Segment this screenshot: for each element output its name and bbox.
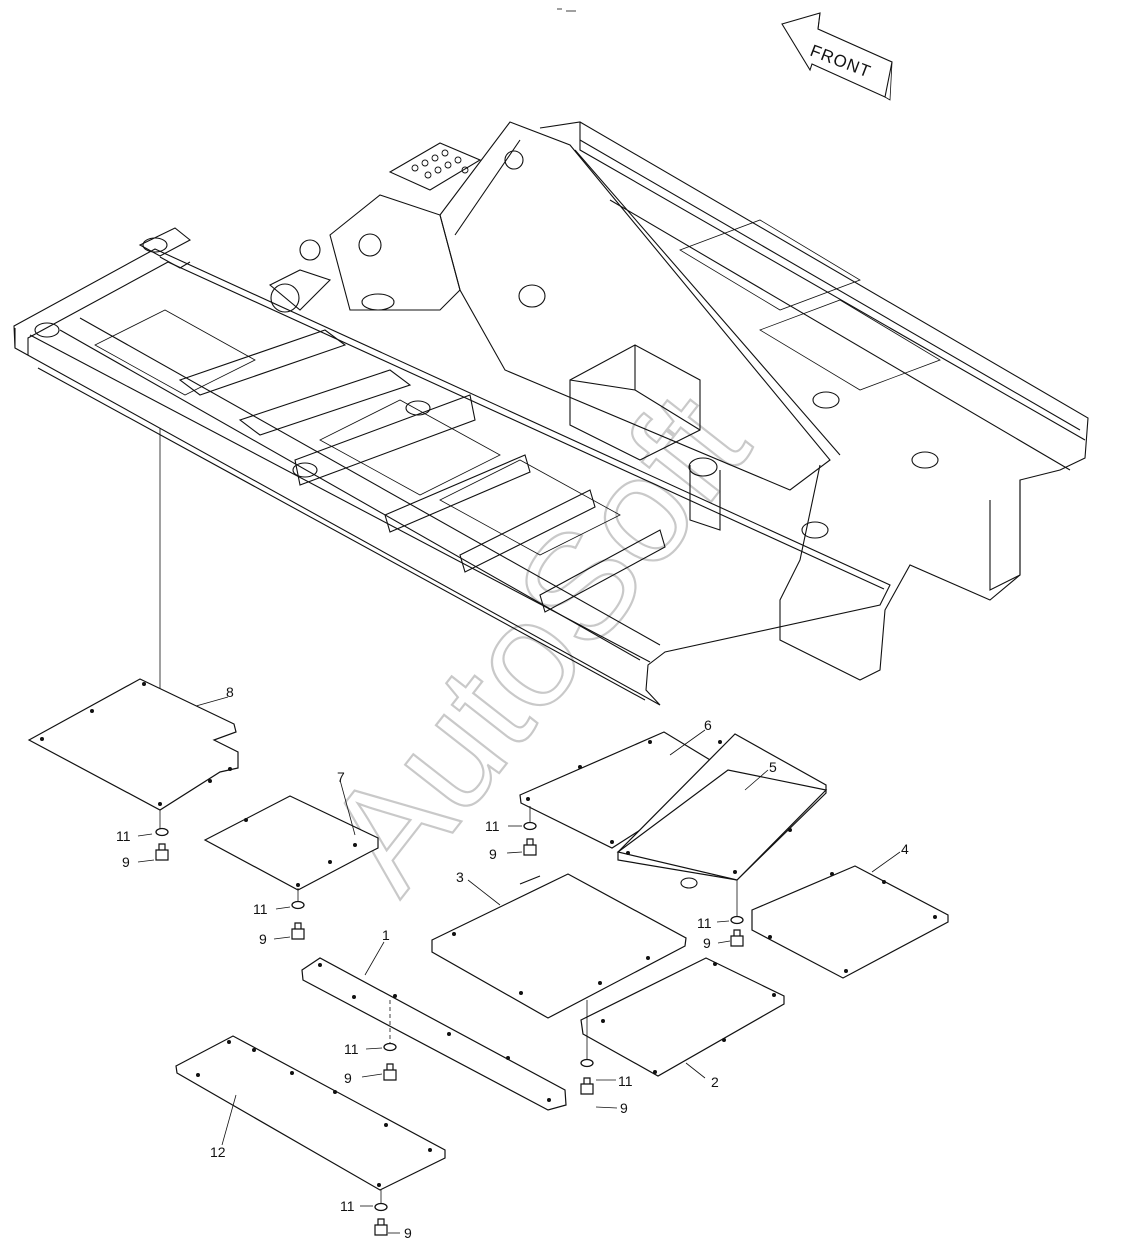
bolt-icon: [523, 838, 537, 856]
bolt-icon: [374, 1218, 388, 1236]
fastener-set: [291, 900, 305, 940]
callout-3: 3: [456, 869, 464, 885]
callout-7: 7: [337, 769, 345, 785]
cover-plate-4: [751, 865, 949, 979]
fastener-set: [730, 915, 744, 947]
cover-plate-12: [175, 1035, 446, 1191]
fastener-set: [155, 827, 169, 861]
callout-11: 11: [344, 1041, 359, 1057]
cover-plate-8: [27, 678, 239, 811]
callout-9: 9: [344, 1070, 352, 1086]
cover-plate-2: [580, 957, 785, 1077]
front-direction-arrow: FRONT: [781, 12, 893, 101]
washer-icon: [291, 900, 305, 910]
washer-icon: [730, 915, 744, 925]
callouts: 8 7 6 5 4 3 1 2 12 11 9 11 9 11 9 11 9 1…: [116, 684, 909, 1241]
callout-4: 4: [901, 841, 909, 857]
callout-9: 9: [620, 1100, 628, 1116]
callout-11: 11: [253, 901, 268, 917]
callout-9: 9: [489, 846, 497, 862]
callout-12: 12: [210, 1144, 226, 1160]
callout-9: 9: [259, 931, 267, 947]
washer-icon: [383, 1042, 397, 1052]
callout-11: 11: [340, 1198, 355, 1214]
leader-lines: [137, 696, 901, 1234]
washer-icon: [374, 1202, 388, 1212]
bolt-icon: [383, 1063, 397, 1081]
callout-9: 9: [703, 935, 711, 951]
callout-11: 11: [618, 1073, 633, 1089]
callout-8: 8: [226, 684, 234, 700]
bolt-icon: [580, 1077, 594, 1095]
center-frame: [269, 121, 841, 491]
fasteners: [155, 806, 744, 1236]
bolt-icon: [730, 929, 744, 947]
fastener-set: [383, 1042, 397, 1081]
callout-2: 2: [711, 1074, 719, 1090]
lower-frame: [13, 227, 891, 706]
cover-plate-1: [301, 957, 567, 1111]
fastener-set: [374, 1202, 388, 1236]
right-frame: [539, 121, 1089, 681]
cover-plate-5: [616, 733, 828, 889]
washer-icon: [523, 821, 537, 831]
washer-icon: [580, 1058, 594, 1068]
front-label: FRONT: [808, 41, 874, 82]
callout-6: 6: [704, 717, 712, 733]
cover-plate-3: [431, 873, 687, 1019]
bolt-icon: [291, 922, 305, 940]
callout-5: 5: [769, 759, 777, 775]
fastener-set: [580, 1058, 594, 1095]
washer-icon: [155, 827, 169, 837]
callout-9: 9: [404, 1225, 412, 1241]
callout-11: 11: [697, 915, 712, 931]
callout-11: 11: [116, 828, 131, 844]
bolt-icon: [155, 843, 169, 861]
fastener-set: [523, 821, 537, 856]
callout-11: 11: [485, 818, 500, 834]
callout-9: 9: [122, 854, 130, 870]
callout-1: 1: [382, 927, 390, 943]
scan-mark: [557, 8, 576, 12]
